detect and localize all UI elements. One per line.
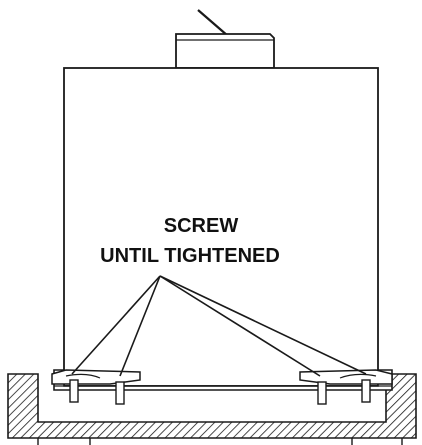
leader-lines [71, 275, 367, 377]
leader-line [159, 275, 321, 377]
top-lever [197, 9, 229, 37]
right-screw-2 [361, 379, 371, 403]
leader-line [71, 275, 161, 375]
cabinet-body [63, 67, 379, 387]
annotation-line-1: SCREW [164, 215, 239, 237]
left-washer [65, 373, 101, 379]
top-lid [175, 9, 275, 69]
left-screw-2 [115, 381, 125, 405]
leader-line [119, 275, 161, 377]
leader-line [159, 275, 367, 375]
right-screw-1 [317, 381, 327, 405]
left-screw-assembly [51, 369, 141, 405]
annotation-line-2: UNTIL TIGHTENED [100, 245, 280, 267]
right-washer [339, 373, 377, 379]
left-screw-1 [69, 379, 79, 403]
right-screw-assembly [299, 369, 393, 405]
lid-cap [175, 33, 275, 69]
